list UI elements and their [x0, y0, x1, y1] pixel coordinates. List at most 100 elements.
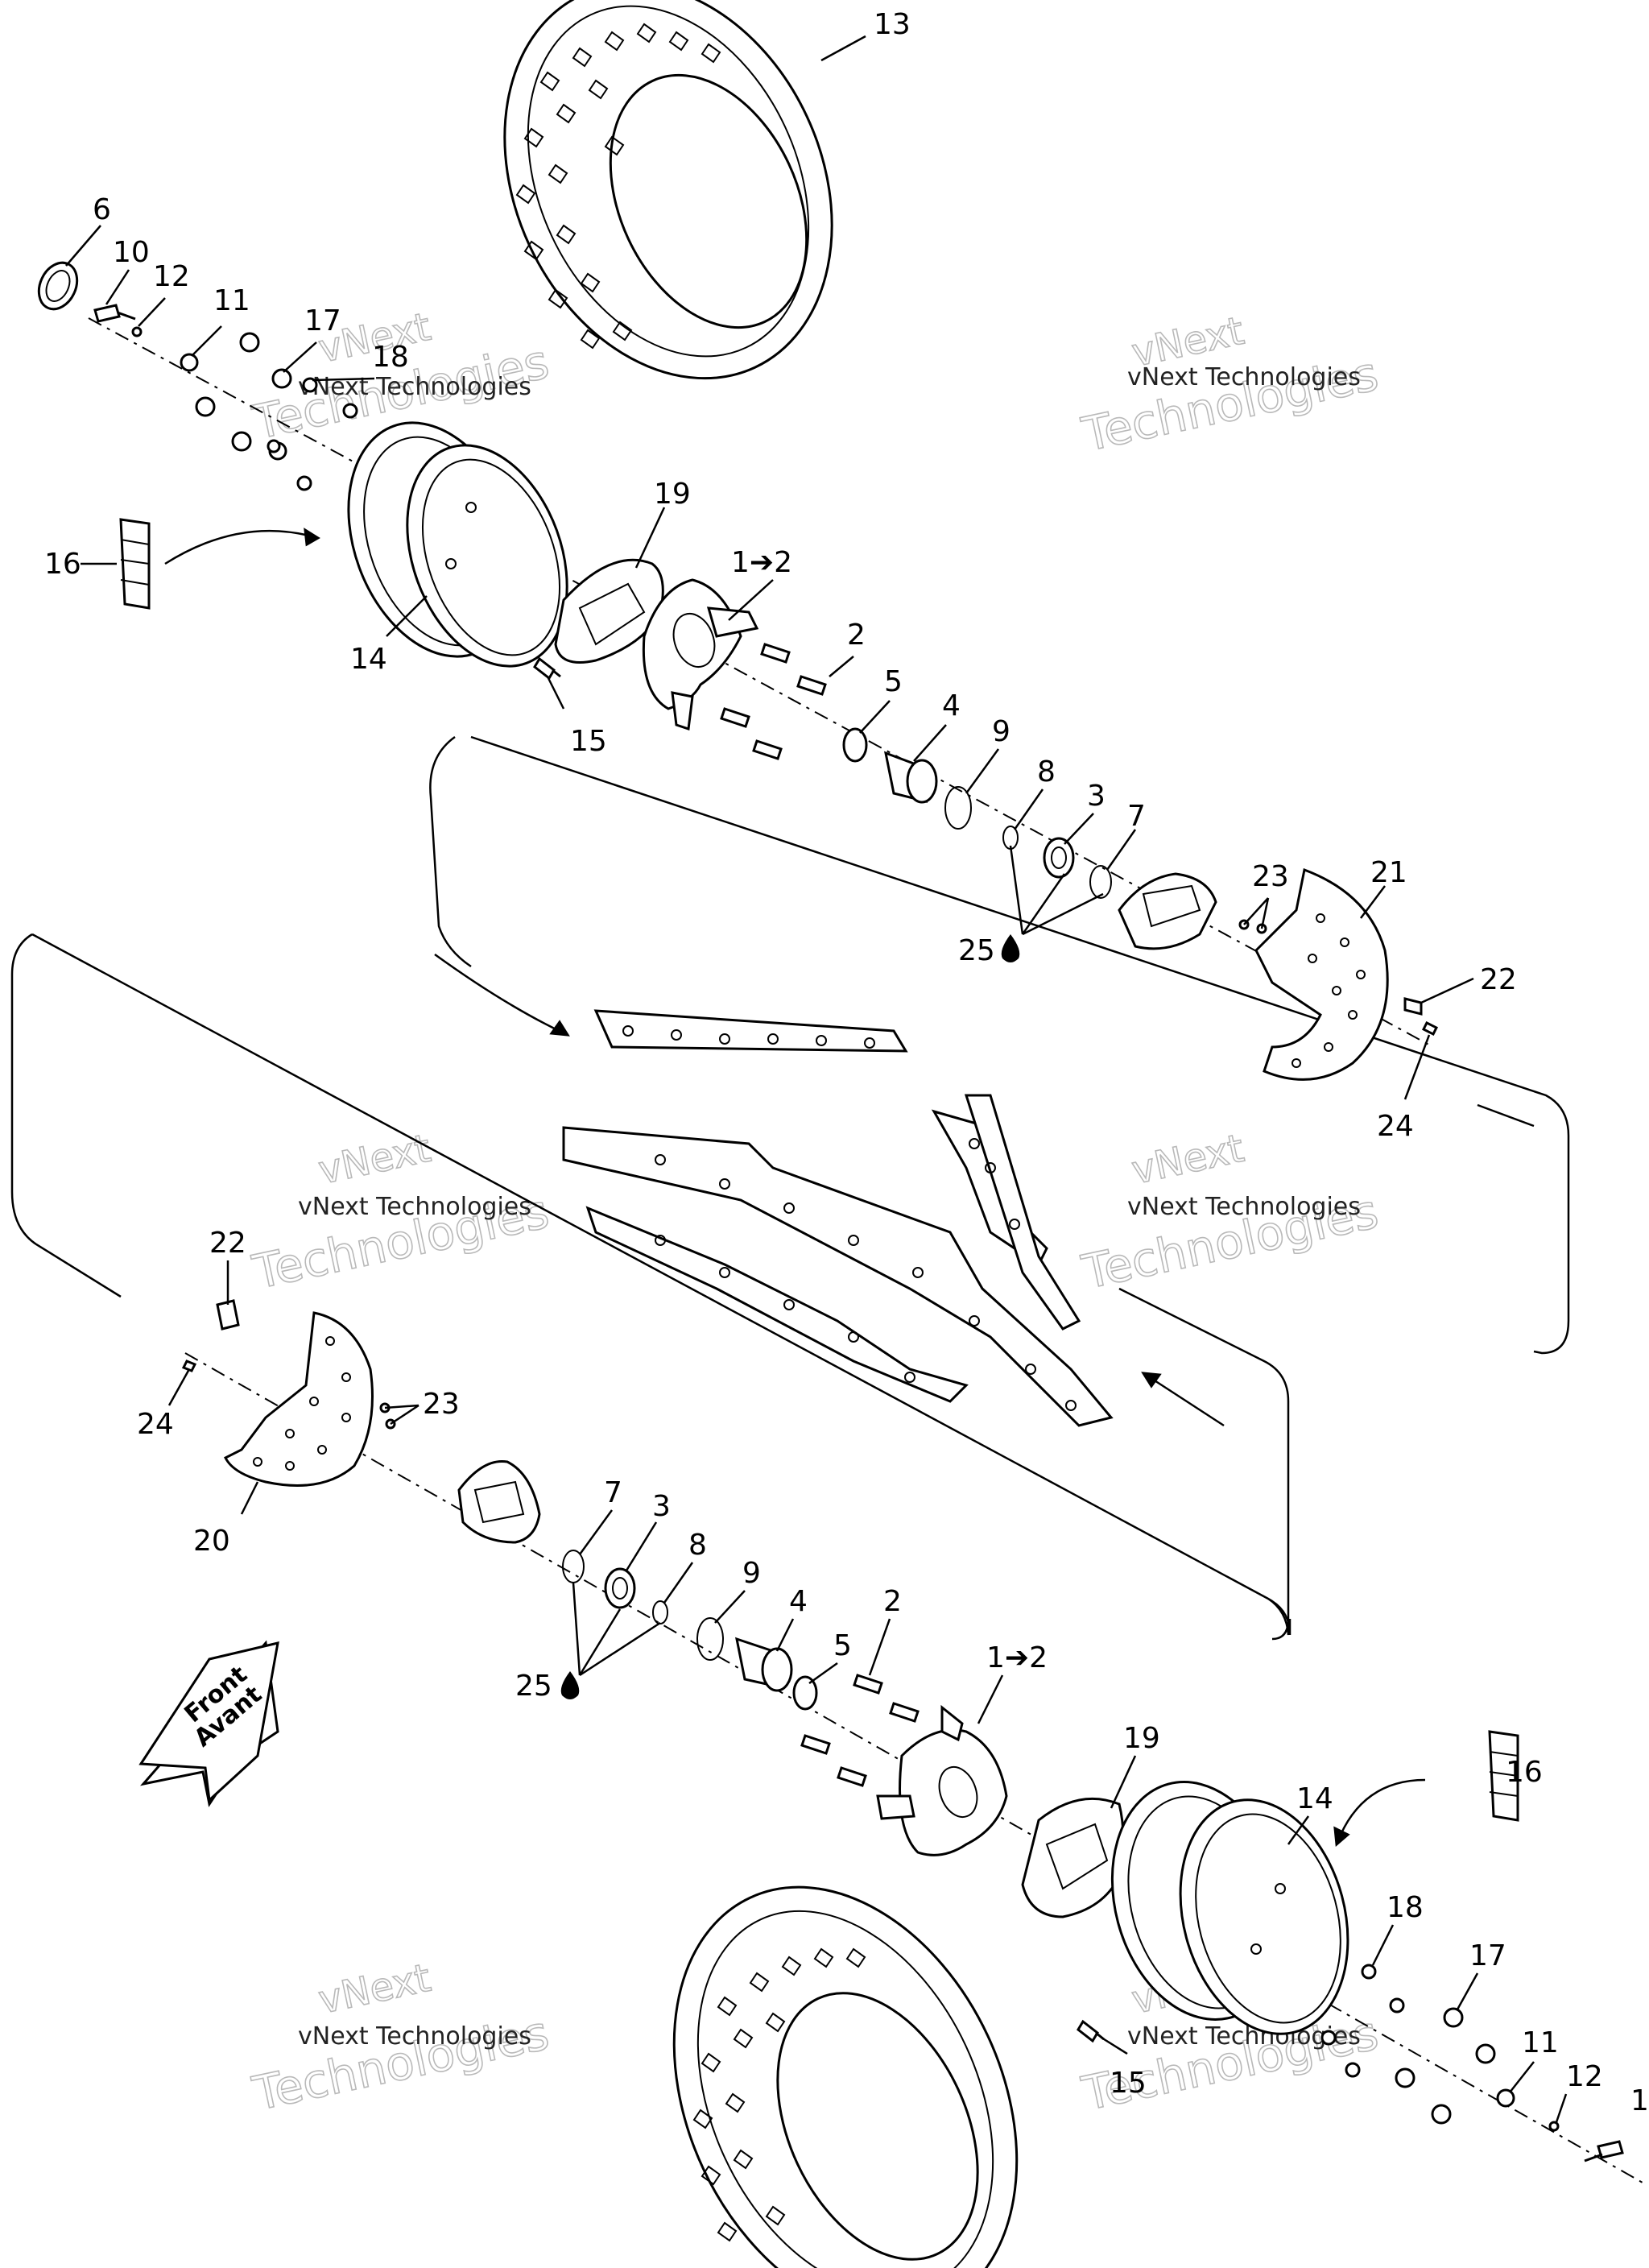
- svg-text:vNext: vNext: [1128, 1126, 1248, 1194]
- callout-3-top: 3: [1087, 780, 1106, 813]
- callout-17-lower: 17: [1469, 1939, 1506, 1972]
- tire-tread-pattern-top: [515, 23, 721, 350]
- watermark-bottom-left: vNext Technologies vNext Technologies: [247, 1955, 554, 2122]
- callout-12-lower: 12: [1566, 2060, 1603, 2093]
- brake-disc-20: [181, 1299, 396, 1487]
- valve-stem-lower: [1077, 2019, 1105, 2043]
- assembly-axis-upper: [88, 317, 1434, 1048]
- callout-2-top: 2: [847, 619, 866, 652]
- watermark-middle-left: vNext Technologies vNext Technologies: [247, 1125, 554, 1301]
- leader-lines: [65, 35, 1568, 2123]
- suspension-frame-outline-lower: [10, 933, 1292, 1636]
- brake-disc-mount-lower-19: [1021, 1797, 1125, 1918]
- callout-19-lower: 19: [1123, 1722, 1160, 1755]
- rim-front-top: [347, 421, 568, 668]
- tire-front-top: [503, 0, 833, 380]
- callout-labels: 13 6 10 12 11 17 18 16 14 19 1➔2 2 5 4 9…: [44, 8, 1649, 2117]
- callout-25-lower: 25: [515, 1670, 552, 1703]
- washer-12: [131, 326, 143, 337]
- nut-17: [271, 368, 292, 389]
- tire-tread-pattern-bottom: [692, 1947, 866, 2242]
- washer-5-top: [842, 727, 868, 763]
- bearing-stack-top: [842, 727, 1112, 899]
- callout-23-top: 23: [1252, 860, 1289, 893]
- svg-text:vNext Technologies: vNext Technologies: [298, 2022, 531, 2051]
- callout-12-top: 12: [153, 260, 190, 293]
- callout-14-lower: 14: [1296, 1782, 1333, 1815]
- callout-1-lower: 1➔2: [986, 1641, 1048, 1674]
- callout-10-lower: 10: [1630, 2084, 1649, 2117]
- nut-11-lower: [1496, 2088, 1515, 2108]
- wheel-weight-top: [119, 518, 320, 610]
- watermark-top-right: vNext Technologies vNext Technologies: [1077, 308, 1383, 463]
- callout-5-top: 5: [884, 665, 903, 698]
- tire-front-bottom: [672, 1885, 1019, 2268]
- callout-7-lower: 7: [604, 1476, 622, 1509]
- callout-19-top: 19: [654, 478, 691, 511]
- svg-text:vNext: vNext: [315, 1956, 435, 2023]
- svg-text:vNext: vNext: [315, 1126, 435, 1194]
- oil-drop-icon: [1001, 934, 1020, 962]
- callout-24-lower: 24: [137, 1408, 174, 1441]
- callout-4-lower: 4: [789, 1585, 808, 1618]
- callout-11-lower: 11: [1522, 2026, 1559, 2059]
- bolts-2-lower: [800, 1674, 920, 1787]
- hub-lower-left: [457, 1459, 541, 1544]
- o-ring-9-top: [944, 786, 972, 830]
- hardware-lower-right: [1320, 1964, 1624, 2162]
- callout-18-top: 18: [372, 341, 409, 374]
- callout-7-top: 7: [1127, 800, 1146, 833]
- callout-3-lower: 3: [652, 1490, 671, 1523]
- bearing-3-top: [1043, 837, 1075, 879]
- callout-16-lower: 16: [1506, 1756, 1543, 1789]
- washer-18-lower: [1361, 1964, 1377, 1980]
- callout-6: 6: [93, 193, 111, 226]
- callout-8-top: 8: [1037, 755, 1056, 788]
- callout-15-top: 15: [570, 725, 607, 758]
- callout-5-lower: 5: [833, 1629, 852, 1662]
- callout-11-top: 11: [213, 284, 250, 317]
- callout-1-top: 1➔2: [731, 546, 792, 579]
- callout-23-lower: 23: [423, 1388, 460, 1421]
- a-arm-texture: [622, 1025, 1077, 1411]
- svg-text:vNext Technologies: vNext Technologies: [1127, 1193, 1361, 1221]
- svg-text:vNext Technologies: vNext Technologies: [298, 373, 531, 401]
- suspension-a-arms: [434, 953, 1225, 1427]
- svg-text:vNext Technologies: vNext Technologies: [1127, 363, 1361, 391]
- callout-24-top: 24: [1377, 1110, 1414, 1143]
- suspension-frame-outline-lower-right: [1118, 1287, 1290, 1641]
- callout-8-lower: 8: [688, 1529, 707, 1562]
- rim-front-bottom: [1110, 1781, 1349, 2035]
- bolts-2-top: [720, 643, 827, 760]
- svg-text:vNext Technologies: vNext Technologies: [298, 1193, 531, 1221]
- watermark-middle-right: vNext Technologies vNext Technologies: [1077, 1125, 1383, 1301]
- callout-9-top: 9: [992, 715, 1010, 748]
- wheel-weight-lower: [1333, 1730, 1519, 1848]
- seal-ring-6: [37, 261, 79, 311]
- front-direction-arrow: Front Avant: [138, 1640, 279, 1807]
- screw-24-top: [1421, 1020, 1439, 1037]
- bracket-22-top: [1403, 997, 1423, 1016]
- o-ring-7-top: [1089, 865, 1112, 899]
- knuckle-top-1: [642, 578, 759, 731]
- hardware-top-left: [37, 261, 358, 491]
- bearing-3-lower: [604, 1567, 636, 1609]
- callout-4-top: 4: [942, 689, 961, 722]
- callout-18-lower: 18: [1387, 1891, 1424, 1924]
- callout-15-lower: 15: [1110, 2067, 1147, 2100]
- bolt-10-lower: [1584, 2140, 1624, 2162]
- callout-16-top: 16: [44, 548, 81, 581]
- bearing-stack-lower: [562, 1550, 818, 1711]
- oil-drop-icon-lower: [560, 1671, 580, 1699]
- bracket-22-lower: [216, 1299, 240, 1331]
- knuckle-lower: [876, 1704, 1008, 1856]
- callout-22-top: 22: [1480, 963, 1517, 996]
- callout-10-top: 10: [113, 236, 150, 269]
- washer-12-lower: [1548, 2121, 1560, 2132]
- washer-18: [302, 377, 318, 393]
- valve-stem-top: [533, 656, 561, 681]
- callout-17-top: 17: [304, 304, 341, 337]
- suspension-frame-outline-upper: [429, 735, 1570, 1355]
- callout-21: 21: [1370, 856, 1407, 889]
